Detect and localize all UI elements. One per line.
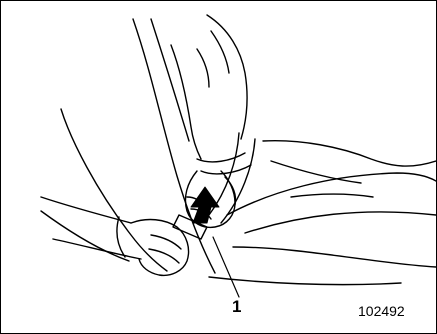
thumb	[225, 177, 236, 205]
seat-side-bolster	[61, 109, 167, 271]
lap-pants-fold-2	[271, 161, 361, 183]
lower-forearm	[41, 197, 131, 223]
callout-leader-line	[213, 237, 239, 297]
callout-number: 1	[232, 297, 241, 317]
sleeve-fold	[211, 31, 229, 73]
seat-back-outline-inner	[151, 19, 189, 141]
lap-pants-fold-3	[291, 194, 373, 197]
insert-direction-arrow	[191, 187, 219, 223]
sleeve-fold-2	[197, 49, 209, 87]
sleeve-cuff	[197, 153, 245, 162]
figure-id: 102492	[358, 303, 405, 319]
seat-cushion-edge	[209, 277, 401, 285]
sleeve-cuff-lower	[201, 165, 251, 174]
seat-cushion-contour	[245, 212, 436, 233]
lap-pants-fold	[263, 141, 436, 166]
sleeve-outline-inner	[171, 45, 201, 159]
cuff-detail	[117, 217, 125, 257]
lower-forearm-2	[53, 239, 141, 259]
seat-cushion-contour-2	[233, 247, 436, 267]
lower-finger-1	[151, 235, 181, 249]
belt-webbing-2	[221, 139, 255, 223]
